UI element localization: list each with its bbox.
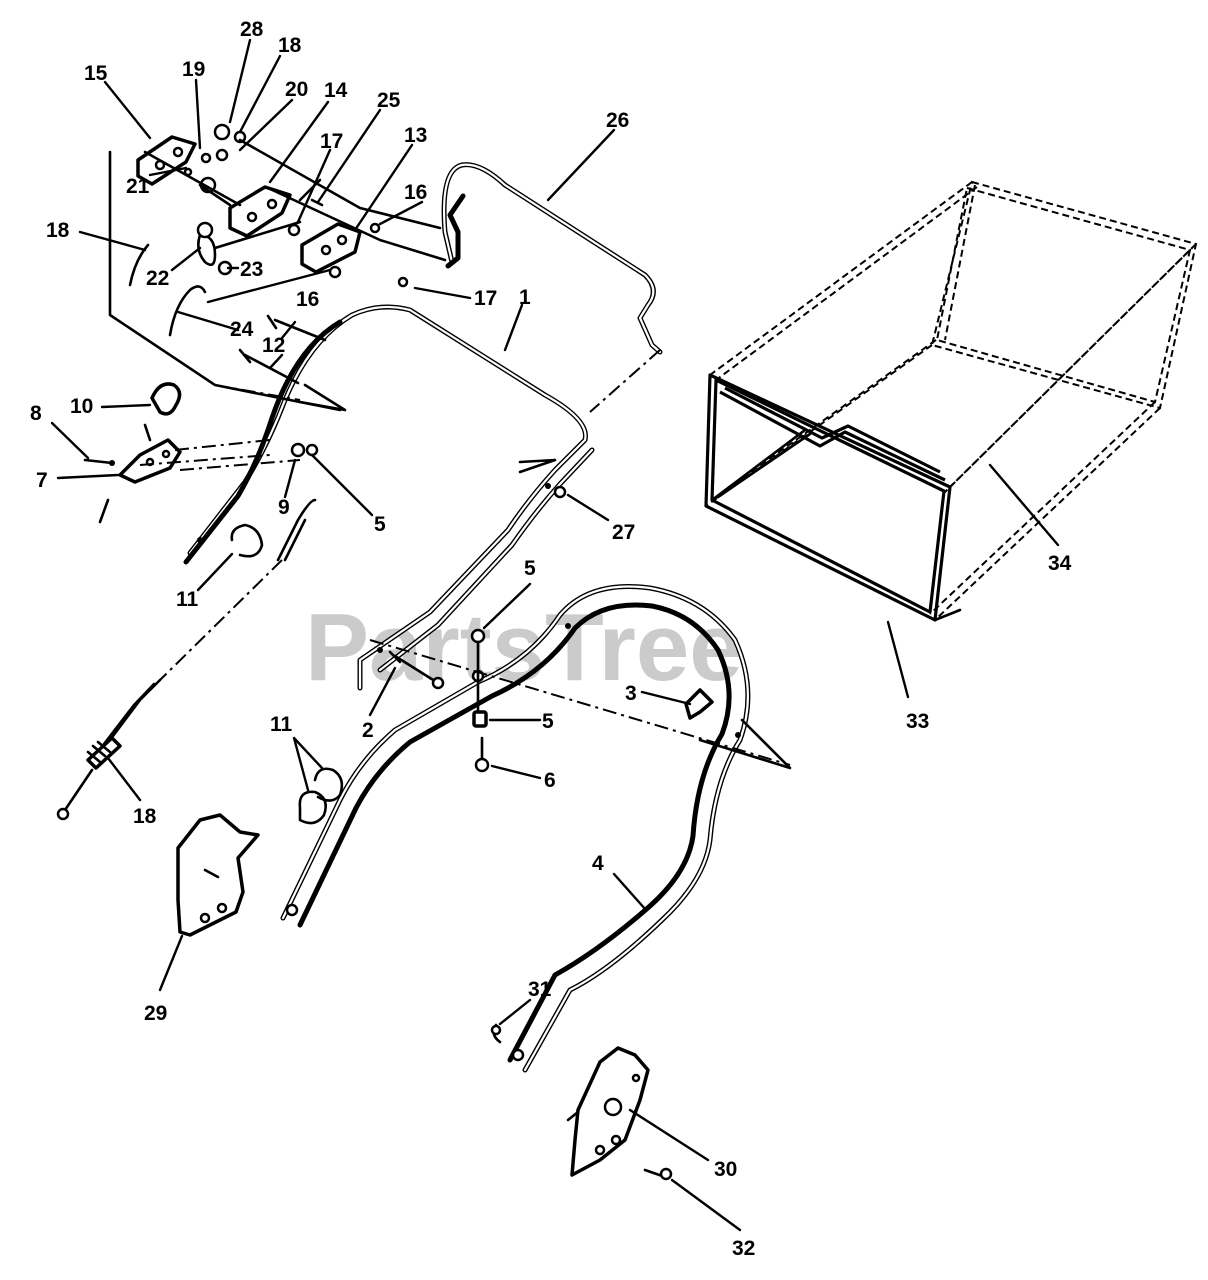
callout-18-top: 18 (278, 34, 302, 57)
callout-19: 19 (182, 58, 205, 81)
callout-23: 23 (240, 258, 263, 281)
knob-10 (150, 382, 182, 416)
small-hardware (128, 123, 409, 385)
callout-labels: 15 19 28 18 20 14 25 17 13 26 16 21 18 2… (30, 18, 1072, 1260)
callout-5-left: 5 (374, 513, 386, 536)
linkage-bracket-7 (118, 438, 182, 484)
lower-handle-4 (280, 584, 751, 1073)
bolt-32 (643, 1167, 673, 1181)
callout-32: 32 (732, 1237, 755, 1260)
bracket-30 (566, 1046, 650, 1177)
callout-16-bottom: 16 (296, 288, 319, 311)
callout-24: 24 (230, 318, 254, 341)
callout-21: 21 (126, 175, 150, 198)
callout-30: 30 (714, 1158, 737, 1181)
control-bracket-15 (136, 135, 197, 186)
watermark: PartsTree (305, 594, 743, 701)
control-bail-26 (441, 162, 663, 355)
control-cable-18 (56, 559, 283, 821)
callout-27: 27 (612, 521, 635, 544)
grass-bag-34 (705, 180, 1198, 621)
callout-16-top: 16 (404, 181, 427, 204)
callout-11-bottom: 11 (270, 713, 293, 736)
callout-34: 34 (1048, 552, 1072, 575)
left-small-parts (83, 423, 319, 562)
callout-5-center: 5 (524, 557, 536, 580)
callout-1: 1 (519, 286, 531, 309)
callout-22: 22 (146, 267, 169, 290)
leader-lines (50, 38, 1060, 1232)
bracket-29 (176, 813, 260, 937)
callout-33: 33 (906, 710, 929, 733)
callout-9: 9 (278, 496, 290, 519)
callout-17-top: 17 (320, 130, 343, 153)
callout-11-top: 11 (176, 588, 199, 611)
control-bracket-13 (300, 222, 362, 274)
callout-15: 15 (84, 62, 108, 85)
control-bracket-14 (228, 185, 292, 238)
callout-29: 29 (144, 1002, 167, 1025)
callout-25: 25 (377, 89, 401, 112)
callout-3: 3 (625, 682, 637, 705)
pin-31 (490, 1023, 502, 1044)
callout-31: 31 (528, 978, 552, 1001)
callout-4: 4 (592, 852, 604, 875)
callout-28: 28 (240, 18, 264, 41)
callout-6: 6 (544, 769, 556, 792)
bag-frame-33 (704, 373, 962, 622)
callout-5-lower: 5 (542, 710, 554, 733)
callout-10: 10 (70, 395, 93, 418)
callout-18-left: 18 (46, 219, 70, 242)
callout-2: 2 (362, 719, 374, 742)
callout-7: 7 (36, 469, 48, 492)
hardware-center (369, 349, 792, 773)
top-assembly-lines (108, 138, 447, 412)
callout-8: 8 (30, 402, 42, 425)
callout-26: 26 (606, 109, 629, 132)
callout-12: 12 (262, 334, 285, 357)
callout-20: 20 (285, 78, 308, 101)
callout-13: 13 (404, 124, 427, 147)
callout-14: 14 (324, 79, 348, 102)
callout-18-cable: 18 (133, 805, 157, 828)
hair-pin-clips-11 (298, 767, 344, 825)
callout-17-bottom: 17 (474, 287, 497, 310)
